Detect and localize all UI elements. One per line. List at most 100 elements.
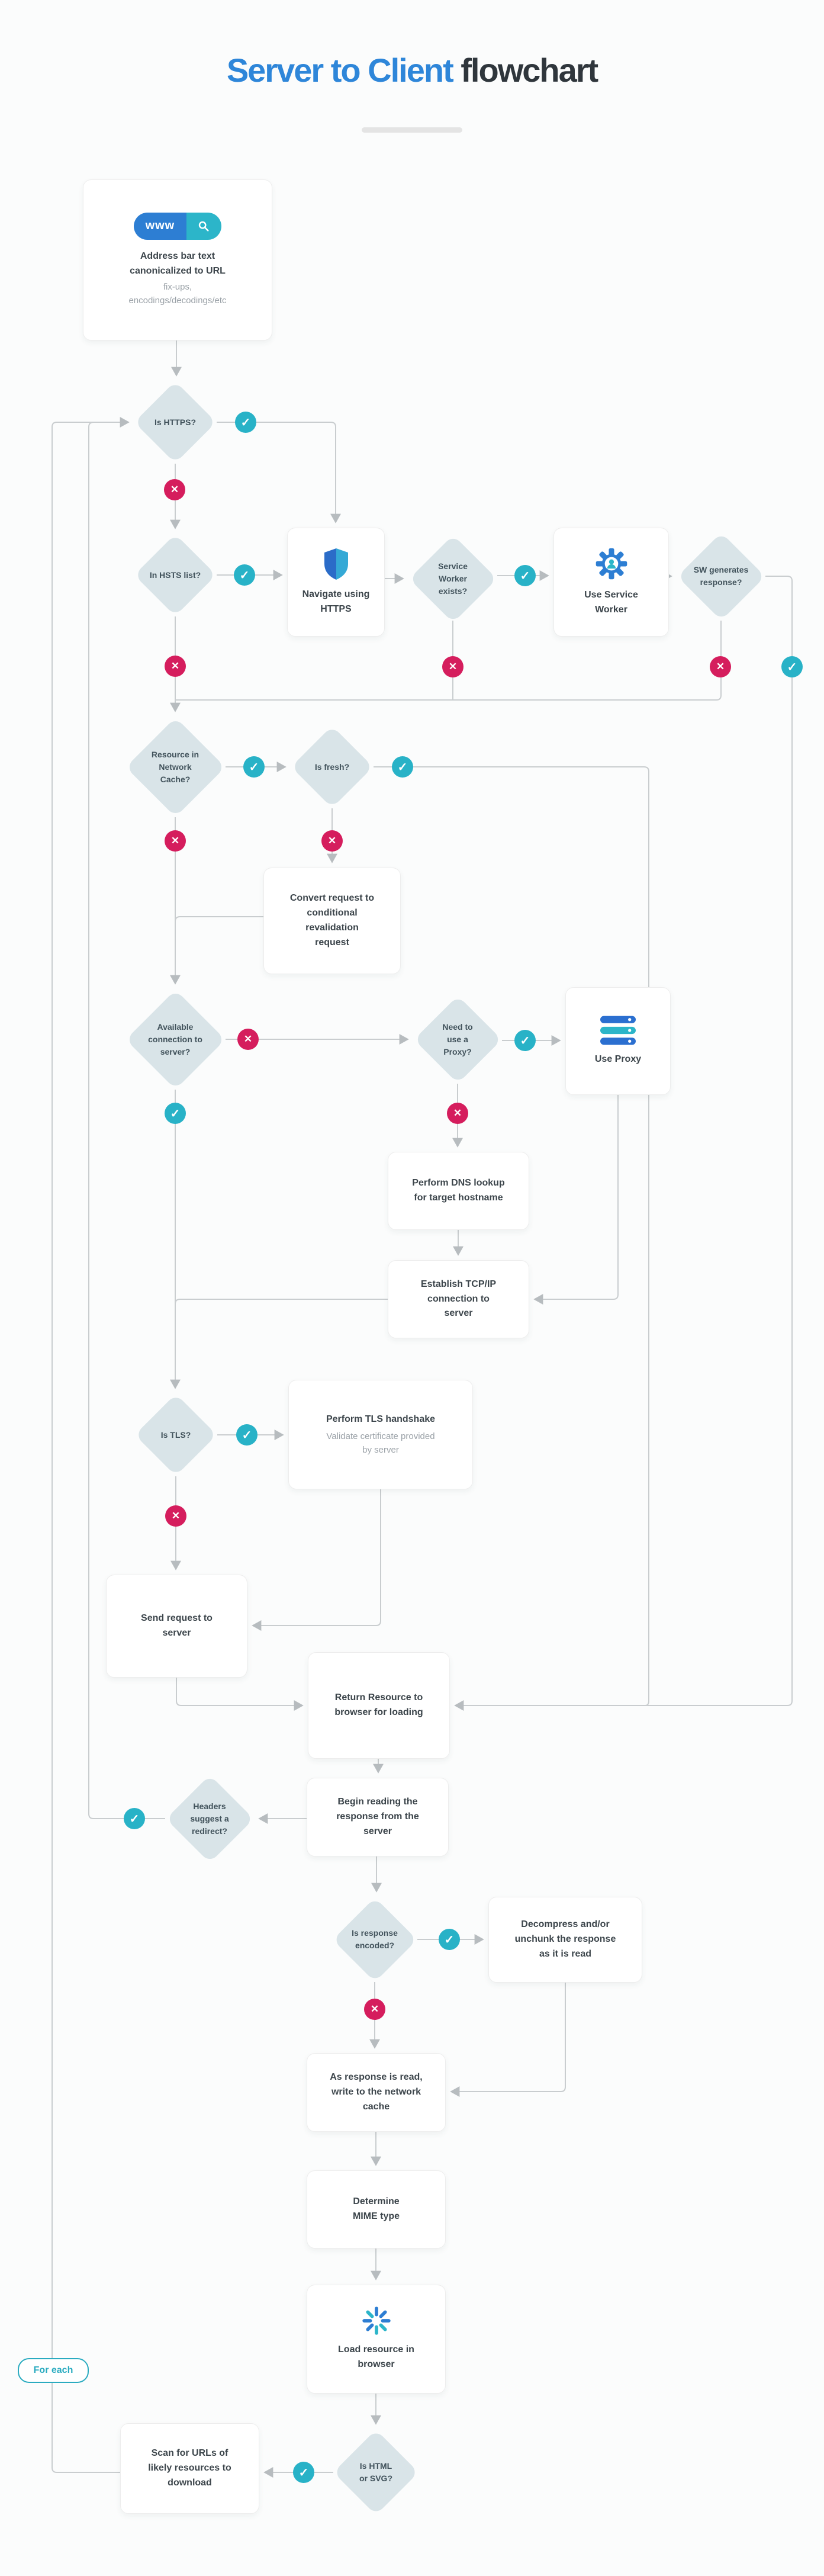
node-label: Scan for URLs of likely resources to dow…: [148, 2448, 231, 2488]
edge-convert-merge: [175, 916, 263, 922]
yes-check-icon: ✓: [781, 656, 803, 677]
node-label: Send request to server: [141, 1613, 213, 1638]
yes-check-icon: ✓: [243, 756, 265, 778]
node-label: Address bar text canonicalized to URL: [130, 250, 226, 276]
no-cross-icon: ✕: [237, 1029, 259, 1050]
node-scan-urls: Scan for URLs of likely resources to dow…: [120, 2423, 259, 2514]
decision-label: Is TLS?: [160, 1430, 191, 1440]
decision-label: Need to use a Proxy?: [442, 1022, 473, 1056]
decision-label: Is HTTPS?: [154, 417, 196, 427]
node-address-bar: www Address bar text canonicalized to UR…: [83, 179, 272, 341]
node-label: Navigate using HTTPS: [302, 589, 370, 614]
node-write-cache: As response is read, write to the networ…: [307, 2053, 446, 2132]
node-label: Return Resource to browser for loading: [334, 1692, 423, 1717]
yes-check-icon: ✓: [235, 412, 256, 433]
no-cross-icon: ✕: [364, 1999, 385, 2020]
edge-foreach-rail: [52, 417, 130, 2473]
edge-fresh-yes-rail: [374, 766, 649, 1706]
no-cross-icon: ✕: [710, 656, 731, 677]
edge-redirect-yes-rail: [88, 422, 165, 1819]
search-icon: [186, 212, 221, 240]
gear-user-icon: [594, 547, 629, 581]
url-bar-icon: www: [134, 212, 221, 240]
decision-in-hsts-list: In HSTS list?: [134, 534, 217, 616]
no-cross-icon: ✕: [165, 656, 186, 677]
edge-ishttps-yes: [217, 422, 341, 523]
node-begin-reading: Begin reading the response from the serv…: [307, 1778, 449, 1856]
node-tls-handshake: Perform TLS handshake Validate certifica…: [288, 1380, 473, 1489]
title-divider: [362, 127, 462, 133]
yes-check-icon: ✓: [439, 1929, 460, 1950]
edge-send-return: [176, 1678, 304, 1711]
edge-tcp-merge: [175, 1299, 388, 1305]
node-use-service-worker: Use Service Worker: [553, 528, 669, 637]
edge-swgen-no: [175, 621, 722, 701]
page-title-highlight: Server to Client: [226, 52, 454, 89]
node-label: Begin reading the response from the serv…: [336, 1797, 419, 1836]
decision-resource-in-cache: Resource in Network Cache?: [125, 717, 226, 817]
node-label: Use Proxy: [594, 1053, 642, 1064]
decision-need-proxy: Need to use a Proxy?: [413, 995, 502, 1084]
decision-is-https: Is HTTPS?: [134, 381, 217, 464]
for-each-loop-badge: For each: [18, 2358, 89, 2383]
yes-check-icon: ✓: [514, 565, 536, 586]
node-label: As response is read, write to the networ…: [330, 2072, 423, 2112]
spinner-icon: [362, 2306, 391, 2336]
decision-label: In HSTS list?: [149, 570, 201, 580]
node-dns-lookup: Perform DNS lookup for target hostname: [388, 1152, 529, 1230]
no-cross-icon: ✕: [447, 1103, 468, 1124]
yes-check-icon: ✓: [514, 1030, 536, 1051]
node-sublabel: fix-ups, encodings/decodings/etc: [128, 282, 227, 306]
decision-label: Is response encoded?: [352, 1928, 398, 1950]
decision-label: Resource in Network Cache?: [151, 749, 199, 784]
node-convert-request: Convert request to conditional revalidat…: [263, 868, 401, 974]
node-return-resource: Return Resource to browser for loading: [308, 1652, 450, 1759]
node-label: Load resource in browser: [338, 2344, 414, 2369]
no-cross-icon: ✕: [321, 830, 343, 852]
yes-check-icon: ✓: [236, 1424, 258, 1446]
decision-label: Headers suggest a redirect?: [190, 1801, 229, 1836]
node-label: Establish TCP/IP connection to server: [420, 1279, 497, 1319]
yes-check-icon: ✓: [392, 756, 413, 778]
decision-is-html-or-svg: Is HTML or SVG?: [333, 2429, 419, 2516]
page-title: Server to Client flowchart: [0, 51, 824, 89]
decision-label: SW generates response?: [693, 565, 749, 587]
node-determine-mime: Determine MIME type: [307, 2170, 446, 2249]
edge-handshake-send: [252, 1489, 381, 1631]
server-stack-icon: [600, 1016, 636, 1045]
edge-decompress-write: [450, 1983, 566, 2097]
node-use-proxy: Use Proxy: [565, 987, 671, 1095]
decision-label: Service Worker exists?: [438, 561, 468, 596]
decision-headers-redirect: Headers suggest a redirect?: [165, 1774, 254, 1863]
no-cross-icon: ✕: [165, 1505, 186, 1527]
decision-sw-generates-response: SW generates response?: [677, 532, 765, 621]
decision-is-tls: Is TLS?: [134, 1393, 217, 1476]
node-send-request: Send request to server: [106, 1575, 247, 1678]
node-decompress: Decompress and/or unchunk the response a…: [488, 1897, 642, 1983]
node-tcp-connection: Establish TCP/IP connection to server: [388, 1260, 529, 1338]
node-label: Use Service Worker: [584, 590, 638, 615]
edge-swgen-yes-rail: [454, 576, 793, 1711]
no-cross-icon: ✕: [442, 656, 464, 677]
decision-service-worker-exists: Service Worker exists?: [408, 534, 497, 623]
no-cross-icon: ✕: [164, 479, 185, 500]
node-sublabel: Validate certificate provided by server: [326, 1431, 435, 1455]
decision-response-encoded: Is response encoded?: [332, 1897, 417, 1982]
shield-icon: [321, 547, 352, 580]
decision-is-fresh: Is fresh?: [291, 725, 374, 808]
yes-check-icon: ✓: [124, 1808, 145, 1829]
edge-useproxy-tcp: [533, 1095, 619, 1305]
node-navigate-https: Navigate using HTTPS: [287, 528, 385, 637]
node-load-resource: Load resource in browser: [307, 2285, 446, 2394]
www-icon: www: [134, 212, 186, 240]
page-title-rest: flowchart: [452, 52, 598, 89]
no-cross-icon: ✕: [165, 830, 186, 852]
decision-label: Available connection to server?: [148, 1022, 202, 1056]
node-label: Determine MIME type: [352, 2196, 400, 2221]
yes-check-icon: ✓: [293, 2462, 314, 2483]
node-label: Decompress and/or unchunk the response a…: [514, 1919, 616, 1959]
node-label: Perform TLS handshake: [326, 1414, 436, 1424]
node-label: Convert request to conditional revalidat…: [289, 893, 375, 947]
decision-label: Is HTML or SVG?: [359, 2461, 392, 2483]
decision-available-connection: Available connection to server?: [125, 989, 226, 1090]
